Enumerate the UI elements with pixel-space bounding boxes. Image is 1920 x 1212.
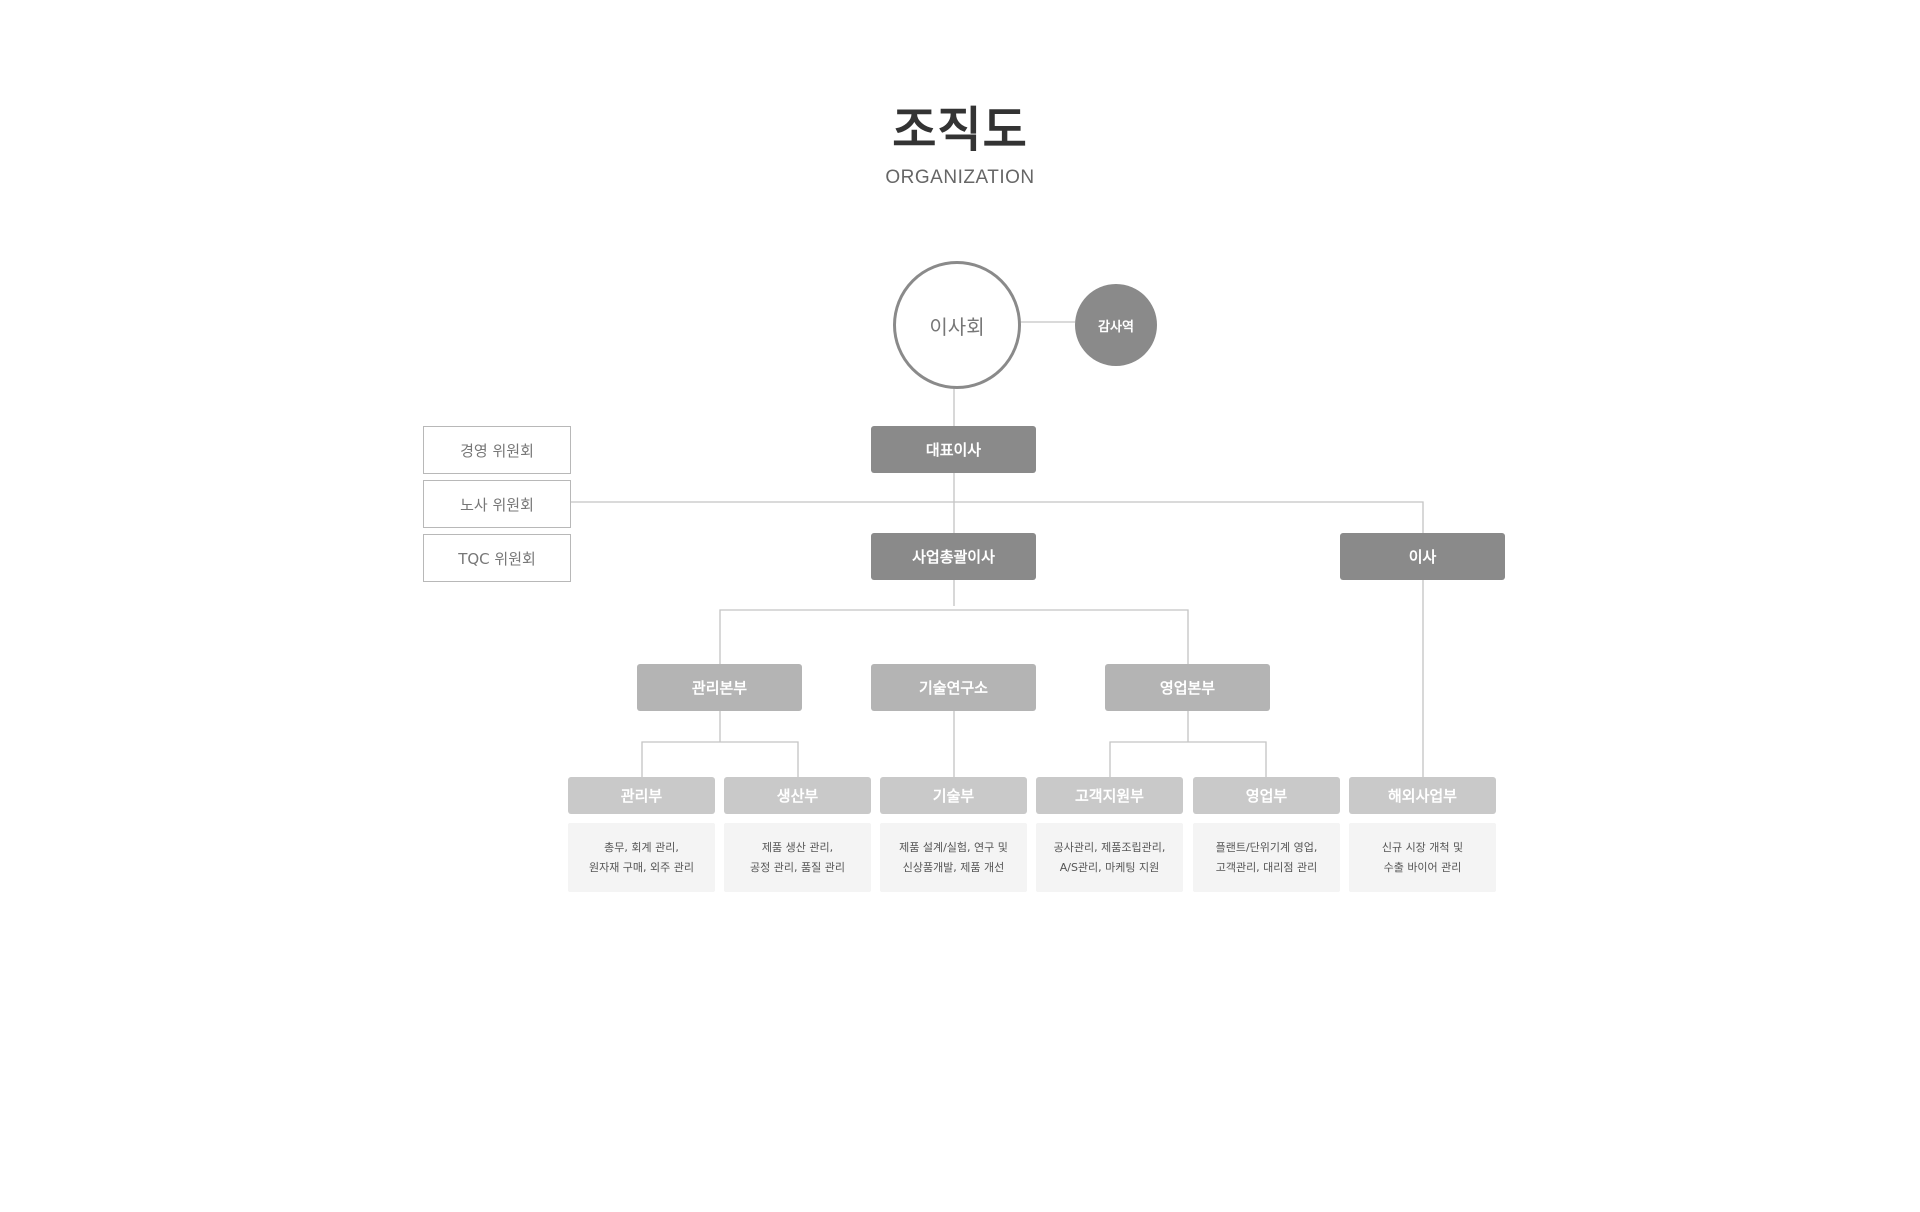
dept-overseas: 해외사업부: [1349, 777, 1496, 814]
division-branch-line: [719, 609, 1189, 664]
page-title: 조직도: [892, 102, 1028, 158]
committee-labor: 노사 위원회: [423, 480, 571, 528]
dept-admin: 관리부: [568, 777, 715, 814]
dept-production-description: 제품 생산 관리, 공정 관리, 품질 관리: [724, 823, 871, 892]
admin-branch-line: [641, 741, 799, 777]
auditor: 감사역: [1075, 284, 1157, 366]
board-of-directors: 이사회: [893, 261, 1021, 389]
division-rnd: 기술연구소: [871, 664, 1036, 711]
page-subtitle: ORGANIZATION: [885, 167, 1035, 188]
dept-sales-description: 플랜트/단위기계 영업, 고객관리, 대리점 관리: [1193, 823, 1340, 892]
ceo-box: 대표이사: [871, 426, 1036, 473]
director-box: 이사: [1340, 533, 1505, 580]
dept-customer-support: 고객지원부: [1036, 777, 1183, 814]
dept-sales: 영업부: [1193, 777, 1340, 814]
general-director-box: 사업총괄이사: [871, 533, 1036, 580]
committee-director-line: [571, 501, 1424, 533]
dept-production: 생산부: [724, 777, 871, 814]
dept-admin-description: 총무, 회계 관리, 원자재 구매, 외주 관리: [568, 823, 715, 892]
dept-technology-description: 제품 설계/실험, 연구 및 신상품개발, 제품 개선: [880, 823, 1027, 892]
dept-overseas-description: 신규 시장 개척 및 수출 바이어 관리: [1349, 823, 1496, 892]
committee-tqc: TQC 위원회: [423, 534, 571, 582]
sales-branch-line: [1109, 741, 1267, 777]
division-admin: 관리본부: [637, 664, 802, 711]
committee-management: 경영 위원회: [423, 426, 571, 474]
dept-customer-support-description: 공사관리, 제품조립관리, A/S관리, 마케팅 지원: [1036, 823, 1183, 892]
division-sales: 영업본부: [1105, 664, 1270, 711]
dept-technology: 기술부: [880, 777, 1027, 814]
